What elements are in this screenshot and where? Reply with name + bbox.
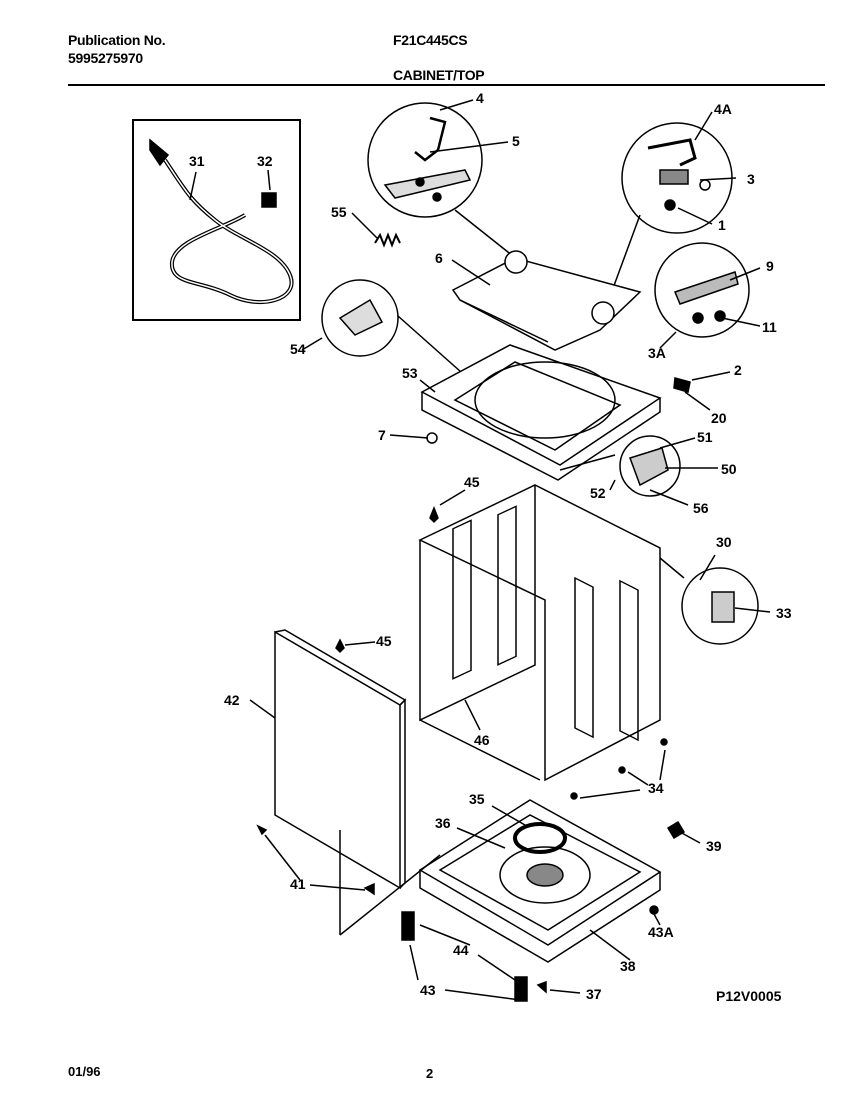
callout-56: 56 bbox=[693, 500, 709, 516]
callout-44: 44 bbox=[453, 942, 469, 958]
callout-51: 51 bbox=[697, 429, 713, 445]
callout-5: 5 bbox=[512, 133, 520, 149]
callout-38: 38 bbox=[620, 958, 636, 974]
callout-34: 34 bbox=[648, 780, 664, 796]
power-cord-inset bbox=[132, 119, 301, 321]
callout-50: 50 bbox=[721, 461, 737, 477]
callout-1: 1 bbox=[718, 217, 726, 233]
callout-9: 9 bbox=[766, 258, 774, 274]
screws-34 bbox=[570, 738, 668, 800]
callout-55: 55 bbox=[331, 204, 347, 220]
callout-6: 6 bbox=[435, 250, 443, 266]
callout-4: 4 bbox=[476, 90, 484, 106]
callout-43A: 43A bbox=[648, 924, 674, 940]
lid-strike-detail bbox=[654, 242, 761, 349]
callout-3: 3 bbox=[747, 171, 755, 187]
footer-date: 01/96 bbox=[68, 1064, 101, 1079]
callout-45-top: 45 bbox=[464, 474, 480, 490]
front-panel-42 bbox=[249, 629, 407, 890]
callout-33: 33 bbox=[776, 605, 792, 621]
callout-2: 2 bbox=[734, 362, 742, 378]
bleach-dispenser-detail bbox=[301, 279, 471, 381]
callout-31: 31 bbox=[189, 153, 205, 169]
callout-54: 54 bbox=[290, 341, 306, 357]
callout-11: 11 bbox=[762, 319, 777, 335]
lid-hinge-detail bbox=[367, 99, 519, 261]
part-7 bbox=[389, 432, 438, 444]
callout-35: 35 bbox=[469, 791, 485, 807]
diagram-code: P12V0005 bbox=[716, 988, 782, 1004]
callout-41: 41 bbox=[290, 876, 306, 892]
leaders-lower bbox=[256, 805, 701, 1002]
callout-20: 20 bbox=[711, 410, 727, 426]
model-number: F21C445CS bbox=[393, 32, 468, 48]
part-45 bbox=[335, 489, 466, 654]
page-number: 2 bbox=[426, 1066, 434, 1081]
lid-switch-bracket bbox=[559, 435, 718, 506]
header-rule bbox=[68, 84, 825, 86]
callout-43: 43 bbox=[420, 982, 436, 998]
part-30-33-detail bbox=[659, 554, 771, 645]
callout-53: 53 bbox=[402, 365, 418, 381]
section-title: CABINET/TOP bbox=[393, 67, 485, 83]
publication-label: Publication No. bbox=[68, 32, 166, 48]
callout-52: 52 bbox=[590, 485, 606, 501]
callout-37: 37 bbox=[586, 986, 602, 1002]
callout-7: 7 bbox=[378, 427, 386, 443]
publication-number: 5995275970 bbox=[68, 50, 143, 66]
callout-45-front: 45 bbox=[376, 633, 392, 649]
callout-4A: 4A bbox=[714, 101, 732, 117]
cabinet-46 bbox=[418, 484, 661, 782]
base-38 bbox=[418, 799, 662, 963]
callout-36: 36 bbox=[435, 815, 451, 831]
lid-switch-detail bbox=[604, 111, 737, 311]
spring-55 bbox=[351, 212, 401, 248]
callout-42: 42 bbox=[224, 692, 240, 708]
top-panel-53 bbox=[419, 344, 662, 481]
callout-46: 46 bbox=[474, 732, 490, 748]
callout-3A: 3A bbox=[648, 345, 666, 361]
callout-39: 39 bbox=[706, 838, 722, 854]
callout-30: 30 bbox=[716, 534, 732, 550]
lid-6 bbox=[451, 250, 642, 351]
callout-32: 32 bbox=[257, 153, 273, 169]
part-2-20 bbox=[673, 371, 731, 411]
